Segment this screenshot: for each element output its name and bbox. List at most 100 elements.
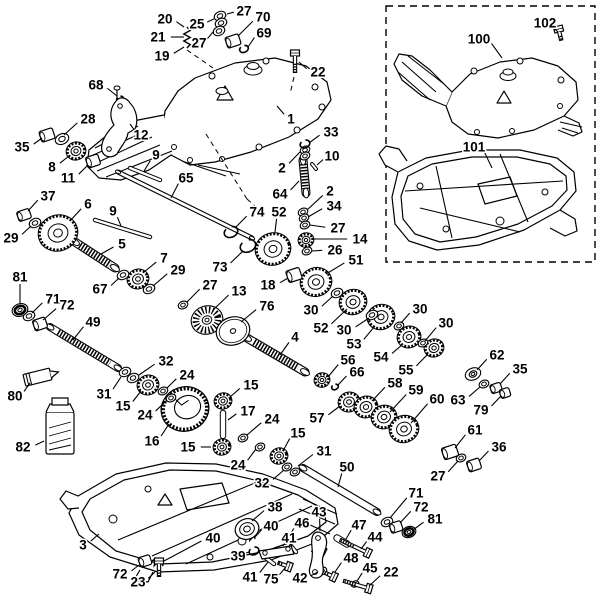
washer-hole <box>145 286 153 292</box>
leader-line-53 <box>363 325 376 340</box>
bolt-head-facet <box>331 572 337 582</box>
washer <box>237 433 249 443</box>
part-number-27: 27 <box>191 36 206 51</box>
leader-line-60 <box>410 403 429 424</box>
leader-line-69 <box>247 37 255 48</box>
part-number-1: 1 <box>287 112 295 127</box>
leader-line-11 <box>78 164 89 175</box>
retaining-ring <box>238 44 250 54</box>
washer-hole <box>58 135 66 143</box>
leader-line-23 <box>147 571 156 579</box>
brake-lever-body <box>308 531 328 579</box>
washer-hole <box>168 395 174 401</box>
gear-spur <box>313 372 331 388</box>
washer <box>28 217 42 229</box>
shaft-body <box>300 465 380 515</box>
gear-pulley <box>234 518 260 540</box>
part-number-43: 43 <box>311 505 327 520</box>
brake-lever <box>308 531 328 579</box>
part-number-14: 14 <box>352 232 368 247</box>
gear-teeth <box>213 438 231 456</box>
leader-line-40 <box>254 529 262 538</box>
upper-housing-boss <box>255 143 263 151</box>
part-number-2: 2 <box>326 184 334 199</box>
part-number-30: 30 <box>412 302 427 317</box>
part-number-61: 61 <box>467 423 483 438</box>
part-number-30: 30 <box>336 323 351 338</box>
bolt-shank <box>325 572 332 577</box>
bushing-face <box>389 523 396 533</box>
leader-line-2 <box>306 195 324 211</box>
linkage-bar-hole <box>262 550 268 556</box>
leader-line-27 <box>206 31 214 40</box>
leader-line-7 <box>143 261 157 273</box>
part-number-72: 72 <box>112 567 127 582</box>
leader-line-22 <box>368 575 381 587</box>
pulley-hub <box>243 525 251 533</box>
part-number-81: 81 <box>427 512 443 527</box>
part-number-49: 49 <box>85 315 100 330</box>
gear-spur <box>213 392 233 410</box>
leader-line-27 <box>447 460 459 473</box>
part-number-58: 58 <box>387 376 403 391</box>
gear-spur <box>396 325 422 349</box>
shaft <box>298 464 382 516</box>
part-number-67: 67 <box>92 282 107 297</box>
washer-hole <box>257 444 263 450</box>
retaining-ring <box>330 383 340 391</box>
shaft <box>298 154 311 199</box>
grease-tube-crimp <box>25 373 30 386</box>
gear-teeth <box>397 326 421 348</box>
bushing <box>498 387 512 399</box>
washer <box>289 467 301 477</box>
upper-housing <box>86 57 332 181</box>
bolt-head-facet <box>286 562 291 572</box>
part-number-4: 4 <box>291 330 299 345</box>
washer-hole <box>217 20 225 26</box>
washer-hole <box>292 469 298 475</box>
part-number-50: 50 <box>339 460 354 475</box>
bolt-threads <box>559 35 563 41</box>
part-number-7: 7 <box>160 251 168 266</box>
leader-line-102 <box>552 26 559 33</box>
bolt <box>323 570 340 583</box>
part-number-37: 37 <box>40 189 55 204</box>
upper-housing-rib <box>197 164 241 175</box>
pin <box>263 555 277 567</box>
part-number-81: 81 <box>12 270 28 285</box>
leader-line-76 <box>240 309 257 323</box>
bushing <box>16 208 32 222</box>
gear-teeth <box>314 372 330 388</box>
inset-lower-housing-boss <box>541 188 549 196</box>
leader-line-59 <box>389 394 407 413</box>
oil-seal <box>401 525 417 539</box>
leader-line-13 <box>213 294 229 310</box>
part-number-15: 15 <box>180 440 196 455</box>
leader-line-27 <box>226 11 234 15</box>
assembly-dash-line <box>205 133 248 200</box>
leader-line-20 <box>176 21 185 28</box>
part-number-80: 80 <box>7 389 22 404</box>
ring-body <box>238 44 250 54</box>
shaft <box>45 323 123 372</box>
leader-line-22 <box>298 61 308 70</box>
leader-line-15 <box>282 438 291 452</box>
shift-fork-body <box>101 97 138 158</box>
part-number-41: 41 <box>281 531 297 546</box>
upper-housing-port <box>215 87 229 95</box>
leader-line-79 <box>491 395 502 407</box>
inset-upper-housing-rib <box>407 55 445 85</box>
grease-tube <box>22 367 60 387</box>
lower-housing <box>59 462 339 583</box>
leader-line-24 <box>166 378 177 389</box>
bushing-body <box>16 208 32 222</box>
part-number-12: 12 <box>133 128 148 143</box>
part-number-64: 64 <box>272 187 288 202</box>
gear-teeth <box>424 338 444 358</box>
inset-lower-housing-outline <box>549 209 578 237</box>
leader-line-56 <box>327 364 339 378</box>
bolt <box>552 24 565 42</box>
gear-spur <box>136 374 160 396</box>
inset-lower-housing-rib <box>499 153 529 223</box>
